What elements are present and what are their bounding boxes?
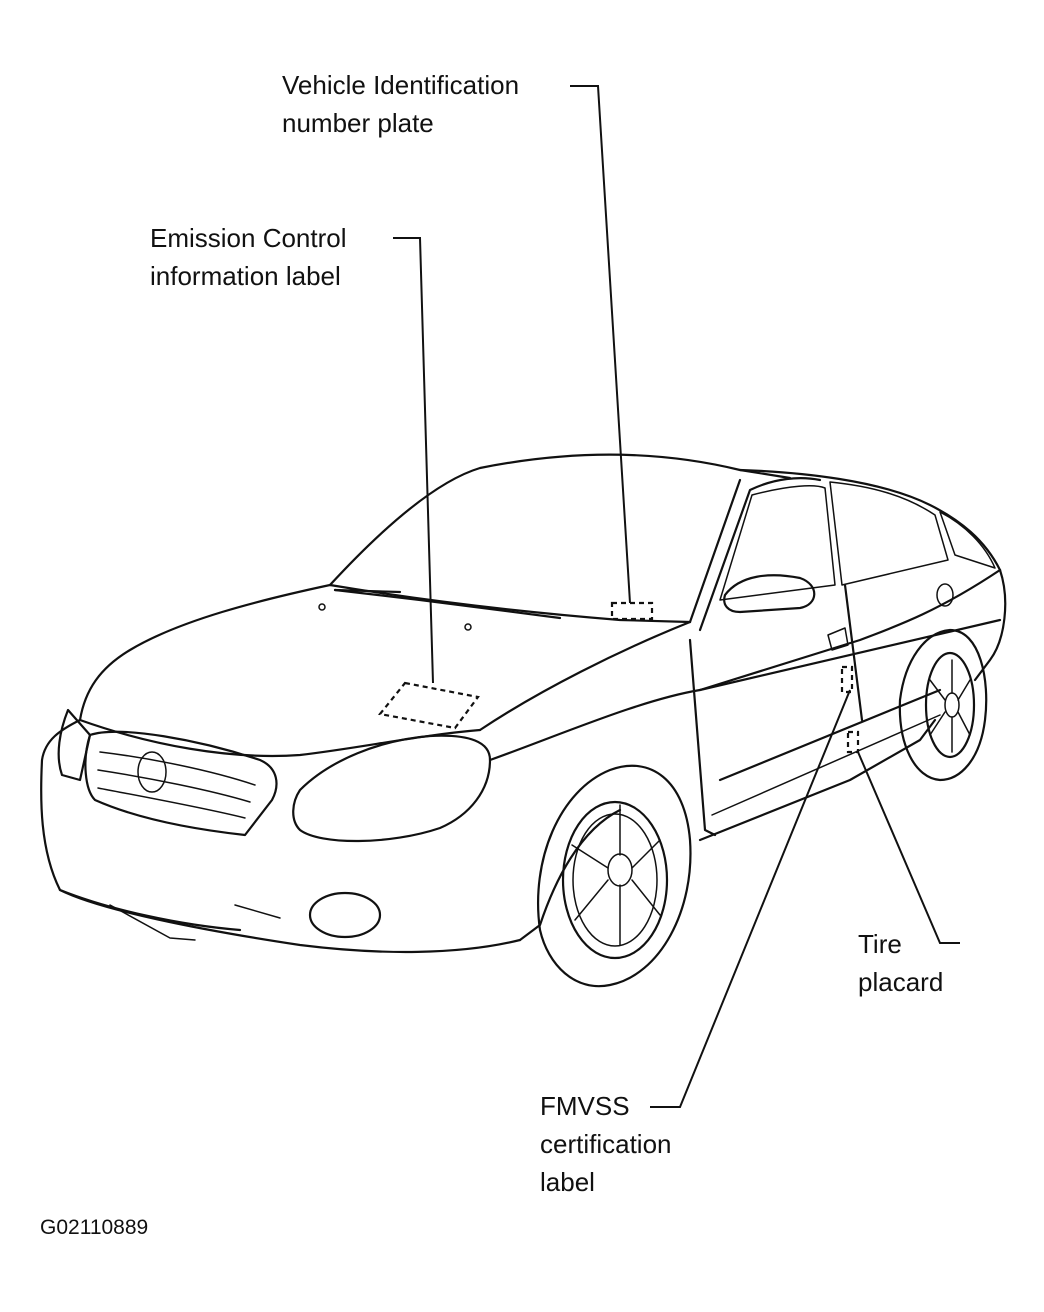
- tire-placard-callout: Tire placard: [858, 925, 943, 1001]
- fmvss-label-line-1: FMVSS: [540, 1091, 630, 1121]
- emission-label-marker: [377, 681, 480, 730]
- leader-lines: [393, 85, 960, 1108]
- vin-plate-line-2: number plate: [282, 108, 434, 138]
- tire-placard-marker: [846, 730, 860, 754]
- car-body: [40, 453, 1007, 954]
- figure-id: G02110889: [40, 1216, 149, 1239]
- fmvss-label-line-2: certification: [540, 1129, 672, 1159]
- fmvss-label-line-3: label: [540, 1167, 595, 1197]
- fmvss-label-callout: FMVSS certification label: [540, 1087, 672, 1201]
- tire-placard-line-1: Tire: [858, 929, 902, 959]
- emission-label-line-1: Emission Control: [150, 223, 347, 253]
- rear-wheel: [898, 628, 988, 782]
- vin-plate-callout: Vehicle Identification number plate: [282, 66, 519, 142]
- tire-placard-line-2: placard: [858, 967, 944, 997]
- vin-plate-marker: [610, 601, 654, 621]
- emission-label-line-2: information label: [150, 261, 341, 291]
- fmvss-label-marker: [840, 665, 854, 694]
- vin-plate-line-1: Vehicle Identification: [282, 70, 520, 100]
- front-wheel: [536, 764, 692, 988]
- emission-label-callout: Emission Control information label: [150, 219, 347, 295]
